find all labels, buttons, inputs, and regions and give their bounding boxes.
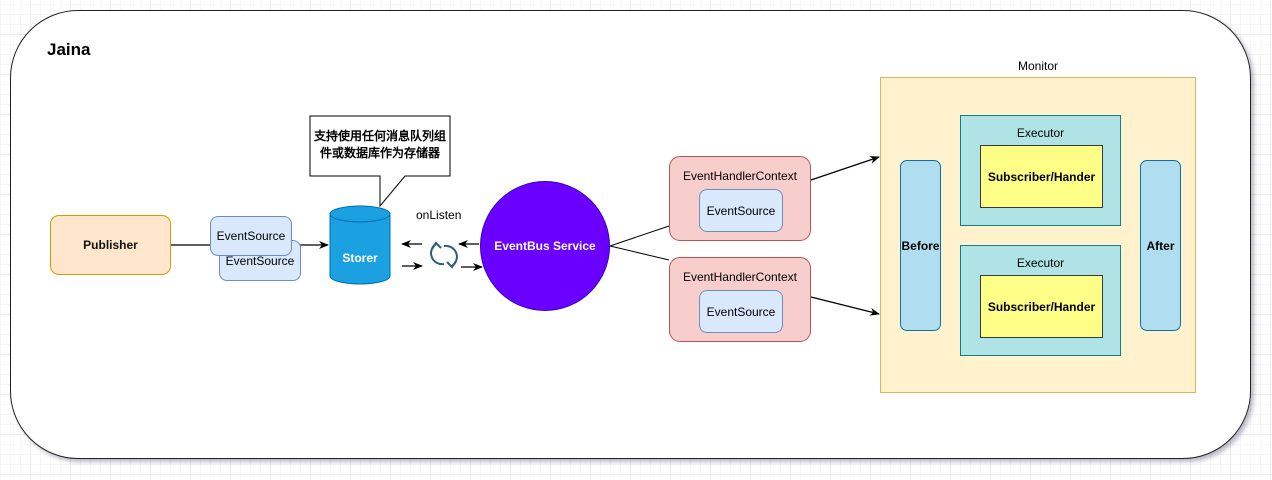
eventbus-service-node[interactable]: EventBus Service <box>480 181 610 311</box>
edge-context1-monitor <box>810 156 880 181</box>
publisher-node[interactable]: Publisher <box>50 215 171 275</box>
executor-2[interactable]: Executor Subscriber/Hander <box>960 245 1121 356</box>
edge-bus-context1 <box>609 225 670 247</box>
monitor-title: Monitor <box>1017 59 1058 73</box>
before-label: Before <box>901 238 940 253</box>
storer-label: Storer <box>342 251 378 265</box>
executor-label: Executor <box>1016 256 1065 270</box>
storer-note-callout <box>309 115 451 208</box>
on-listen-label: onListen <box>416 208 462 222</box>
storer-note: 支持使用任何消息队列组 件或数据库作为存储器 <box>310 128 450 162</box>
eventbus-label: EventBus Service <box>494 239 596 253</box>
event-handler-context-2[interactable]: EventHandlerContext EventSource <box>669 257 811 342</box>
edge-context2-monitor <box>810 296 880 316</box>
after-label: After <box>1146 238 1175 253</box>
executor-label: Executor <box>1016 126 1065 140</box>
event-source-front-label: EventSource <box>216 229 286 243</box>
event-source-back-label: EventSource <box>225 254 295 268</box>
event-handler-context-event-source[interactable]: EventSource <box>699 189 783 232</box>
subscriber-handler[interactable]: Subscriber/Hander <box>980 145 1103 208</box>
edge-bus-context2 <box>609 245 670 261</box>
before-hook[interactable]: Before <box>900 160 941 331</box>
storer-node[interactable]: Storer <box>330 240 390 276</box>
subscriber-handler[interactable]: Subscriber/Hander <box>980 275 1103 338</box>
event-handler-context-label: EventHandlerContext <box>682 169 798 183</box>
after-hook[interactable]: After <box>1140 160 1181 331</box>
event-source-front[interactable]: EventSource <box>210 216 292 256</box>
event-handler-context-1[interactable]: EventHandlerContext EventSource <box>669 156 811 241</box>
event-handler-context-event-source[interactable]: EventSource <box>699 290 783 333</box>
storer-note-line-2: 件或数据库作为存储器 <box>319 146 440 160</box>
executor-1[interactable]: Executor Subscriber/Hander <box>960 115 1121 226</box>
event-handler-context-label: EventHandlerContext <box>682 270 798 284</box>
storer-note-line-1: 支持使用任何消息队列组 <box>313 129 446 143</box>
storer-cylinder <box>329 205 391 285</box>
container-title: Jaina <box>47 40 91 59</box>
refresh-cycle-icon <box>430 241 458 269</box>
